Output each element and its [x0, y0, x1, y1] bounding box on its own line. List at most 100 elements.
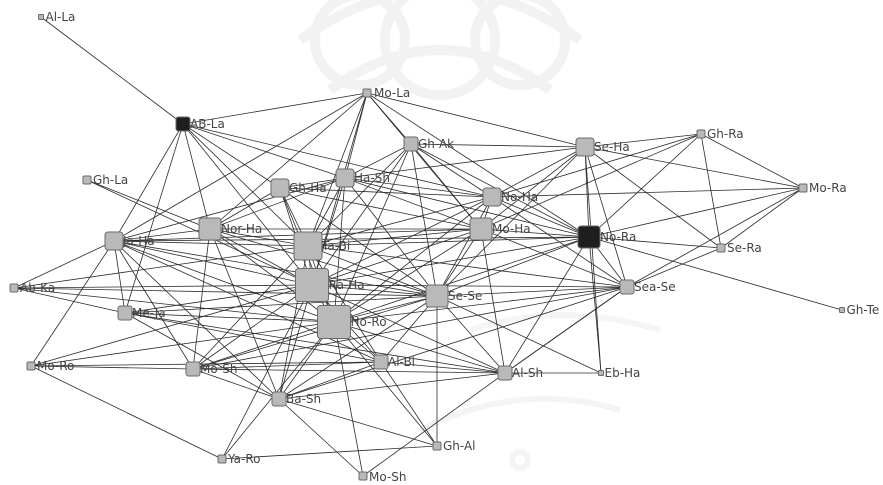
edge-ta-bi-se-se [307, 245, 438, 297]
edge-ab-ka-me-ja [13, 287, 126, 314]
node-eb-ha[interactable] [598, 370, 604, 376]
node-al-bi[interactable] [373, 354, 389, 370]
edge-eb-ha-se-se [436, 295, 602, 374]
edge-se-ha-se-ra [584, 146, 722, 249]
node-label-ab-ka: Ab-Ka [20, 281, 55, 295]
edge-se-se-al-sh [436, 295, 506, 374]
node-gh-al[interactable] [432, 441, 442, 451]
edge-gh-ak-ha-sh [344, 143, 412, 179]
node-ha-sh[interactable] [335, 168, 355, 188]
edge-ha-sh-nor-ha [209, 177, 346, 230]
node-mo-sh-2[interactable] [358, 471, 368, 481]
edge-gh-ha-ha-sh [279, 177, 346, 189]
edge-ya-ro-ra-ha [221, 284, 313, 460]
node-label-gh-ra: Gh-Ra [707, 127, 744, 141]
node-ra-ha[interactable] [295, 268, 329, 302]
edge-se-ha-eb-ha [584, 146, 602, 374]
edge-gh-ha-mo-ha [279, 187, 482, 230]
node-label-se-ra: Se-Ra [727, 241, 762, 255]
node-label-eb-ha: Eb-Ha [605, 366, 641, 380]
node-se-ha[interactable] [575, 137, 595, 157]
edge-se-ha-ha-sh [344, 146, 586, 179]
edge-gh-ha-nor-ha [209, 187, 281, 230]
edge-ta-bi-ab-ka [13, 245, 309, 289]
edge-mo-ra-se-ra [720, 187, 804, 249]
node-nor-ha[interactable] [198, 217, 222, 241]
watermark-emblem [297, 0, 661, 471]
edge-no-ra-ra-ha [311, 236, 590, 286]
edge-no-ra-se-ra [588, 236, 722, 249]
edge-se-ha-sea-se [584, 146, 628, 288]
edge-mo-la-se-ha [366, 92, 586, 148]
edge-ba-sh-gh-al [278, 398, 438, 447]
node-label-ta-bi: Ta-Bi [321, 239, 350, 253]
edge-ab-la-ha-sh [182, 123, 346, 179]
node-label-mo-ro: Mo-Ro [37, 359, 74, 373]
node-mo-ra[interactable] [798, 183, 808, 193]
node-gh-ha[interactable] [270, 178, 290, 198]
node-label-ya-ro: Ya-Ro [227, 452, 261, 466]
node-gh-ra[interactable] [696, 129, 706, 139]
edge-se-se-sea-se [436, 286, 628, 297]
edge-gh-ak-ra-ha [311, 143, 412, 286]
edge-ho-ro-mo-sh [192, 321, 335, 370]
edge-me-ja-ba-sh [124, 312, 280, 400]
edge-gh-ak-no-ha [410, 143, 493, 198]
node-mo-sh[interactable] [185, 361, 201, 377]
node-no-ha[interactable] [482, 187, 502, 207]
node-mo-ro[interactable] [26, 361, 36, 371]
node-al-la[interactable] [38, 14, 44, 20]
edge-se-ha-gh-ra [584, 133, 702, 148]
node-label-sea-se: Sea-Se [634, 280, 676, 294]
node-sea-se[interactable] [619, 279, 635, 295]
node-no-ra[interactable] [577, 225, 601, 249]
node-al-sh[interactable] [497, 365, 513, 381]
edge-ho-ro-al-sh [333, 321, 506, 374]
node-ja-ha[interactable] [104, 231, 124, 251]
edge-ra-ha-ba-sh [278, 284, 313, 400]
edge-se-se-ab-ka [13, 287, 438, 297]
node-gh-la[interactable] [82, 175, 92, 185]
node-ab-la[interactable] [175, 116, 191, 132]
node-gh-te[interactable] [839, 307, 845, 313]
edge-me-ja-al-sh [124, 312, 506, 374]
node-label-no-ra: No-Ra [600, 230, 636, 244]
edge-ab-la-gh-ha [182, 123, 281, 189]
edge-gh-ak-se-se [410, 143, 438, 297]
edge-mo-ra-no-ra [588, 187, 804, 238]
edge-ra-ha-mo-sh [192, 284, 313, 370]
node-ba-sh[interactable] [271, 391, 287, 407]
edge-ra-ha-sea-se [311, 284, 628, 288]
node-mo-la[interactable] [362, 88, 372, 98]
node-label-ho-ro: Ho-Ro [351, 315, 387, 329]
edge-ya-ro-gh-al [221, 445, 438, 460]
edge-ha-sh-no-ha [344, 177, 493, 198]
node-ya-ro[interactable] [217, 454, 227, 464]
edge-ja-ha-se-se [113, 240, 438, 297]
edge-ja-ha-mo-sh [113, 240, 194, 370]
node-ab-ka[interactable] [9, 283, 19, 293]
node-ho-ro[interactable] [317, 305, 351, 339]
edge-mo-ro-al-bi [30, 361, 382, 367]
edge-mo-ro-mo-sh [30, 365, 194, 370]
node-se-ra[interactable] [716, 243, 726, 253]
edge-al-sh-mo-sh-2 [362, 372, 506, 477]
node-se-se[interactable] [425, 284, 449, 308]
edge-no-ra-ho-ro [333, 236, 590, 323]
node-label-se-se: Se-Se [448, 289, 482, 303]
edge-al-bi-gh-al [380, 361, 438, 447]
node-gh-ak[interactable] [403, 136, 419, 152]
edge-gh-ra-mo-ha [480, 133, 702, 230]
edge-mo-ha-al-sh [480, 228, 506, 374]
edge-nor-ha-mo-sh [192, 228, 211, 370]
node-mo-ha[interactable] [469, 217, 493, 241]
node-label-mo-ha: Mo-Ha [492, 222, 531, 236]
edge-ja-ha-mo-ro [30, 240, 115, 367]
edge-ja-ha-me-ja [113, 240, 126, 314]
node-ta-bi[interactable] [293, 231, 323, 261]
node-me-ja[interactable] [117, 305, 133, 321]
edge-se-se-mo-sh [192, 295, 438, 370]
edge-ab-la-me-ja [124, 123, 184, 314]
edge-al-bi-mo-sh [192, 361, 382, 370]
